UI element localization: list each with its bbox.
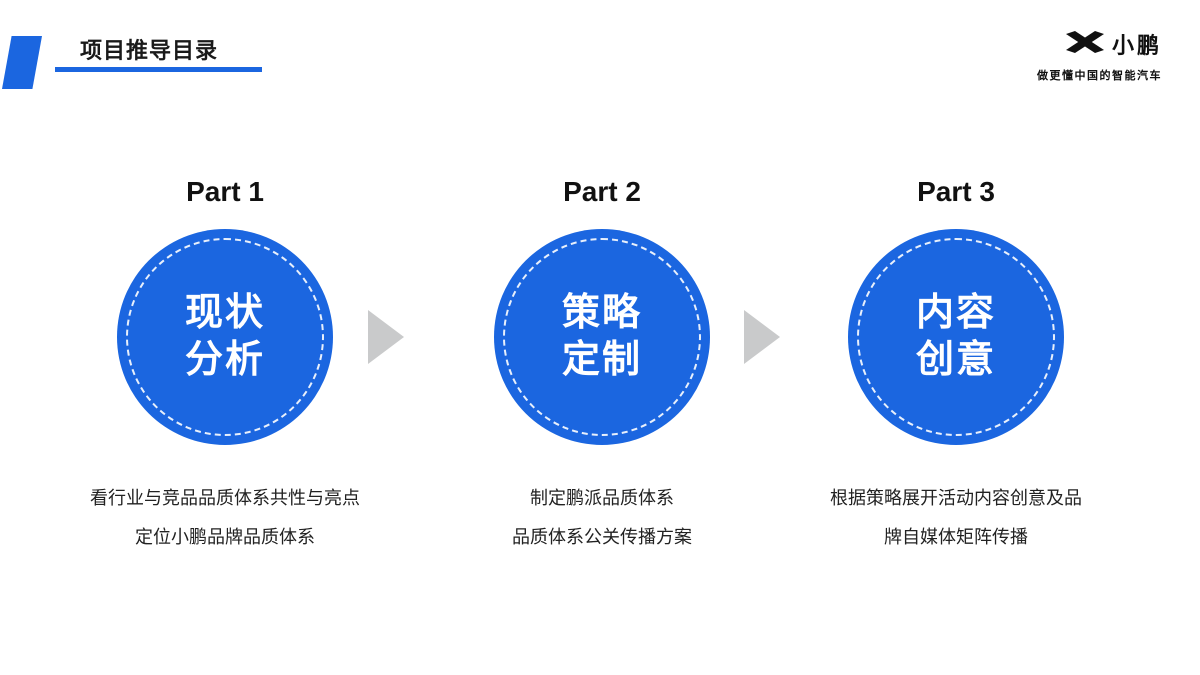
description-line2: 品质体系公关传播方案	[512, 526, 692, 547]
circle-line1: 策略	[561, 291, 642, 334]
part-description: 制定鹏派品质体系 品质体系公关传播方案	[437, 479, 767, 556]
part-circle: 策略 定制	[494, 229, 710, 445]
description-line1: 制定鹏派品质体系	[530, 488, 674, 508]
circle-dashed-ring	[126, 238, 324, 436]
circle-line1: 内容	[915, 291, 996, 334]
part-label: Part 1	[186, 176, 264, 207]
brand-name: 小鹏	[1111, 33, 1162, 58]
part-description: 根据策略展开活动内容创意及品 牌自媒体矩阵传播	[791, 479, 1121, 556]
flow-arrow-icon	[368, 310, 404, 364]
part-label: Part 2	[563, 176, 641, 207]
circle-line1: 现状	[184, 291, 265, 334]
part-section-2: Part 2 策略 定制 制定鹏派品质体系 品质体系公关传播方案	[437, 175, 767, 556]
circle-line2: 创意	[915, 339, 996, 381]
circle-text: 策略 定制	[562, 290, 642, 385]
circle-dashed-ring	[857, 238, 1055, 436]
flow-arrow-icon	[744, 310, 780, 364]
part-section-1: Part 1 现状 分析 看行业与竞品品质体系共性与亮点 定位小鹏品牌品质体系	[60, 175, 390, 556]
description-line1: 看行业与竞品品质体系共性与亮点	[90, 488, 360, 508]
part-circle: 内容 创意	[848, 229, 1064, 445]
page-title: 项目推导目录	[80, 38, 219, 63]
title-accent-shape	[2, 36, 42, 89]
part-circle: 现状 分析	[117, 229, 333, 445]
brand-logo: 小鹏 做更懂中国的智能汽车	[1037, 28, 1162, 83]
description-line2: 牌自媒体矩阵传播	[884, 526, 1028, 547]
circle-text: 现状 分析	[185, 290, 265, 385]
circle-line2: 定制	[561, 339, 642, 381]
part-description: 看行业与竞品品质体系共性与亮点 定位小鹏品牌品质体系	[60, 479, 390, 556]
part-section-3: Part 3 内容 创意 根据策略展开活动内容创意及品 牌自媒体矩阵传播	[791, 175, 1121, 556]
description-line2: 定位小鹏品牌品质体系	[135, 526, 315, 547]
circle-text: 内容 创意	[916, 290, 996, 385]
brand-tagline: 做更懂中国的智能汽车	[1037, 70, 1162, 82]
xpeng-logo-icon	[1065, 30, 1104, 58]
part-label: Part 3	[917, 176, 995, 207]
circle-line2: 分析	[184, 339, 265, 381]
brand-row: 小鹏	[1065, 28, 1162, 60]
circle-dashed-ring	[503, 238, 701, 436]
title-underline	[55, 67, 262, 72]
description-line1: 根据策略展开活动内容创意及品	[830, 488, 1082, 508]
